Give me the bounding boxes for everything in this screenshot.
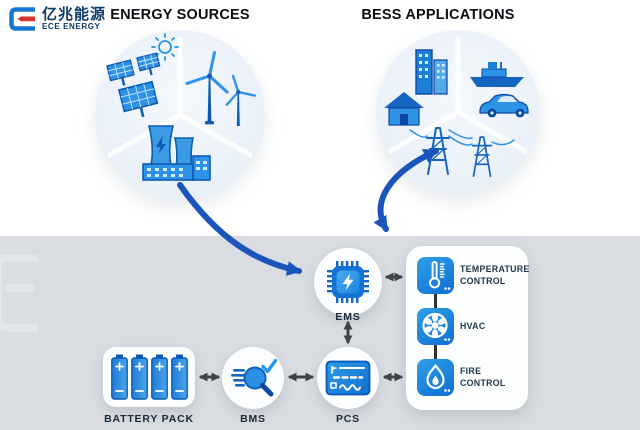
logo-text: 亿兆能源 ECE ENERGY <box>42 5 107 32</box>
house-icon <box>384 92 424 126</box>
bess-applications-circle <box>376 30 540 194</box>
bms-node <box>222 347 284 409</box>
temperature-control-label: TEMPERATURE CONTROL <box>460 264 530 286</box>
ship-icon <box>470 62 524 87</box>
fire-control-row: FIRE CONTROL <box>417 359 526 396</box>
pcs-node <box>317 347 379 409</box>
brand-logo: 亿兆能源 ECE ENERGY <box>7 5 106 33</box>
temperature-control-row: TEMPERATURE CONTROL <box>417 257 530 294</box>
battery-pack-panel <box>103 347 195 407</box>
wedge-dividers <box>106 37 254 159</box>
car-icon <box>479 93 529 118</box>
battery-icon <box>170 354 188 400</box>
battery-icon <box>150 354 168 400</box>
pcs-label: PCS <box>336 413 360 425</box>
battery-icon <box>110 354 128 400</box>
logo-name-en: ECE ENERGY <box>42 22 101 32</box>
energy-sources-title: ENERGY SOURCES <box>110 7 250 23</box>
bms-diagnostic-icon <box>230 358 277 397</box>
ems-chip-icon <box>327 261 369 303</box>
logo-icon <box>9 7 35 31</box>
hvac-label: HVAC <box>460 320 486 331</box>
flame-icon <box>417 359 454 396</box>
ems-node <box>314 248 382 316</box>
pcs-converter-icon <box>325 360 371 396</box>
ems-label: EMS <box>335 311 361 323</box>
battery-pack-label: BATTERY PACK <box>104 413 194 425</box>
fan-icon <box>417 308 454 345</box>
battery-icon <box>130 354 148 400</box>
fire-control-label: FIRE CONTROL <box>460 366 506 388</box>
bess-applications-title: BESS APPLICATIONS <box>361 7 515 23</box>
solar-panels-icon <box>106 52 161 118</box>
hvac-row: HVAC <box>417 308 526 345</box>
logo-name-cn: 亿兆能源 <box>42 5 107 23</box>
power-plant-icon <box>142 125 211 181</box>
control-panel: TEMPERATURE CONTROL <box>406 246 530 410</box>
sun-icon <box>151 33 179 61</box>
buildings-icon <box>415 49 448 95</box>
energy-sources-circle <box>95 30 265 200</box>
thermometer-icon <box>417 257 454 294</box>
bms-label: BMS <box>240 413 266 425</box>
wedge-dividers <box>387 37 529 155</box>
wind-turbines-icon <box>185 51 257 126</box>
